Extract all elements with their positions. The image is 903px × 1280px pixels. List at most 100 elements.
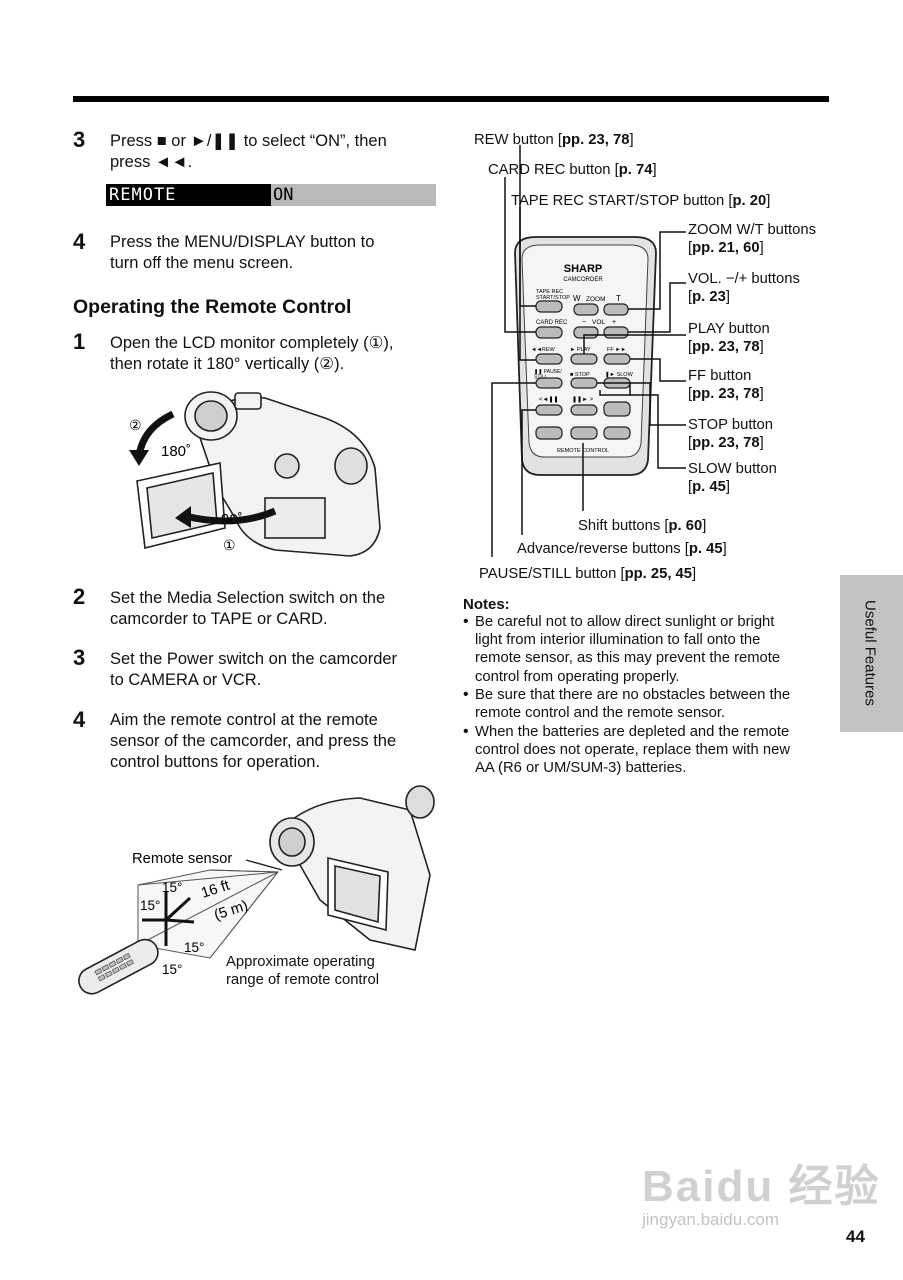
leader-slow xyxy=(629,383,686,469)
remote-btn-vol-plus xyxy=(603,326,629,339)
callout-shift: Shift buttons [p. 60] xyxy=(578,518,707,534)
watermark-url: jingyan.baidu.com xyxy=(642,1210,780,1229)
page-number: 44 xyxy=(846,1227,865,1246)
remote-btn-shift-up xyxy=(603,401,631,417)
watermark-logo: Baidu 经验 xyxy=(642,1162,881,1211)
remote-btn-zoom-w xyxy=(573,303,599,316)
remote-range-figure: Remote sensor 16 ft (5 m) 15° 15° 15° 15… xyxy=(78,785,435,995)
callout-vol: VOL. −/+ buttons [p. 23] xyxy=(688,271,800,305)
step-text: Aim the remote control at the remote sen… xyxy=(110,711,397,771)
remote-btn-play xyxy=(570,353,598,365)
remote-model: CAMCORDER xyxy=(563,277,603,283)
callout-stop: STOP button [pp. 23, 78] xyxy=(688,417,774,451)
callout-rew: REW button [pp. 23, 78] xyxy=(474,132,634,148)
menu-label: REMOTE xyxy=(109,185,177,205)
top-rule xyxy=(73,96,829,102)
callout-advance: Advance/reverse buttons [p. 45] xyxy=(517,541,727,557)
leader-tape-rec xyxy=(519,207,536,307)
handle-top xyxy=(234,392,262,410)
remote-card-rec-label: CARD REC xyxy=(536,320,568,326)
note-text: Be careful not to allow direct sunlight … xyxy=(475,614,781,685)
side-tab: Useful Features xyxy=(840,575,903,732)
step-number: 4 xyxy=(73,229,86,254)
range-caption: Approximate operating range of remote co… xyxy=(226,954,379,988)
leader-pause xyxy=(491,382,536,557)
remote-btn-vol-minus xyxy=(573,326,599,339)
callout-play: PLAY button [pp. 23, 78] xyxy=(688,321,770,355)
remote-zoom-label: ZOOM xyxy=(586,296,606,303)
remote-w-label: W xyxy=(573,294,581,303)
callout-zoom: ZOOM W/T buttons [pp. 21, 60] xyxy=(688,222,816,256)
note-text: Be sure that there are no obstacles betw… xyxy=(475,687,791,722)
remote-handset xyxy=(78,938,159,995)
note-text: When the batteries are depleted and the … xyxy=(475,724,791,777)
remote-ff-label: FF ►► xyxy=(607,347,626,353)
section-heading: Operating the Remote Control xyxy=(73,296,352,318)
remote-play-label: ► PLAY xyxy=(570,347,591,353)
leader-shift-top xyxy=(599,390,630,396)
angle-label: 15° xyxy=(184,940,204,955)
circled-label-2: ② xyxy=(129,417,142,433)
open-arrow xyxy=(184,507,277,525)
step-number: 1 xyxy=(73,329,86,354)
remote-advance-label: ❚❚► > xyxy=(572,396,594,403)
remote-btn-advance xyxy=(570,404,598,416)
step-number: 3 xyxy=(73,127,86,152)
remote-btn-rew xyxy=(535,353,563,365)
leader-play xyxy=(583,334,686,354)
angle-label: 15° xyxy=(162,962,182,977)
callout-card-rec: CARD REC button [p. 74] xyxy=(488,162,657,178)
step-number: 3 xyxy=(73,645,86,670)
note-item: • When the batteries are depleted and th… xyxy=(463,723,845,778)
circled-label-1: ① xyxy=(223,537,236,553)
remote-sensor-label: Remote sensor xyxy=(132,851,232,867)
callout-ff: FF button [pp. 23, 78] xyxy=(688,368,764,402)
remote-btn-tape-rec xyxy=(535,300,563,313)
leader-card-rec xyxy=(504,177,536,333)
step-text: Press the MENU/DISPLAY button to turn of… xyxy=(110,233,375,272)
remote-minus-label: − xyxy=(582,319,586,326)
remote-btn-shift-down xyxy=(603,426,631,440)
leader-advance xyxy=(521,409,536,535)
leader-stop xyxy=(597,382,686,426)
lens xyxy=(194,400,228,432)
angle-label: 15° xyxy=(140,898,160,913)
menu-screen-bar: REMOTE ON xyxy=(106,184,436,206)
note-item: • Be sure that there are no obstacles be… xyxy=(463,686,845,722)
side-tab-label: Useful Features xyxy=(861,600,879,706)
remote-slow-label: ❚► SLOW xyxy=(605,371,634,378)
remote-btn-shift-right xyxy=(570,426,598,440)
menu-value: ON xyxy=(273,185,294,205)
callout-slow: SLOW button [p. 45] xyxy=(688,461,777,495)
step-text: Set the Media Selection switch on the ca… xyxy=(110,589,386,628)
remote-rew-label: ◄◄REW xyxy=(531,347,556,353)
leader-vol xyxy=(628,282,686,333)
remote-t-label: T xyxy=(616,294,621,303)
angle-90-label: 90˚ xyxy=(221,511,243,528)
angle-180-label: 180˚ xyxy=(161,443,191,460)
step-number: 2 xyxy=(73,584,86,609)
step-text: Set the Power switch on the camcorder to… xyxy=(110,650,398,689)
callout-tape-rec: TAPE REC START/STOP button [p. 20] xyxy=(511,193,771,209)
viewfinder xyxy=(334,447,368,485)
callout-pause: PAUSE/STILL button [pp. 25, 45] xyxy=(479,566,697,582)
remote-btn-zoom-t xyxy=(603,303,629,316)
remote-btn-card-rec xyxy=(535,326,563,339)
remote-btn-stop xyxy=(570,377,598,389)
remote-stop-label: ■ STOP xyxy=(570,372,590,378)
remote-reverse-label: <◄❚❚ xyxy=(539,396,559,403)
remote-vol-label: VOL xyxy=(592,319,605,326)
remote-btn-shift-left xyxy=(535,426,563,440)
step-number: 4 xyxy=(73,707,86,732)
step-text: Press ■ or ►/❚❚ to select “ON”, then pre… xyxy=(110,132,387,171)
angle-label: 15° xyxy=(162,880,182,895)
remote-btn-ff xyxy=(603,353,631,365)
leader-ff xyxy=(630,358,686,382)
camcorder-rotation-figure: ② 180˚ 90˚ ① xyxy=(129,391,381,557)
remote-btn-reverse xyxy=(535,404,563,416)
leader-zoom xyxy=(628,231,686,310)
remote-brand: SHARP xyxy=(564,263,603,275)
remote-plus-label: + xyxy=(612,319,616,326)
